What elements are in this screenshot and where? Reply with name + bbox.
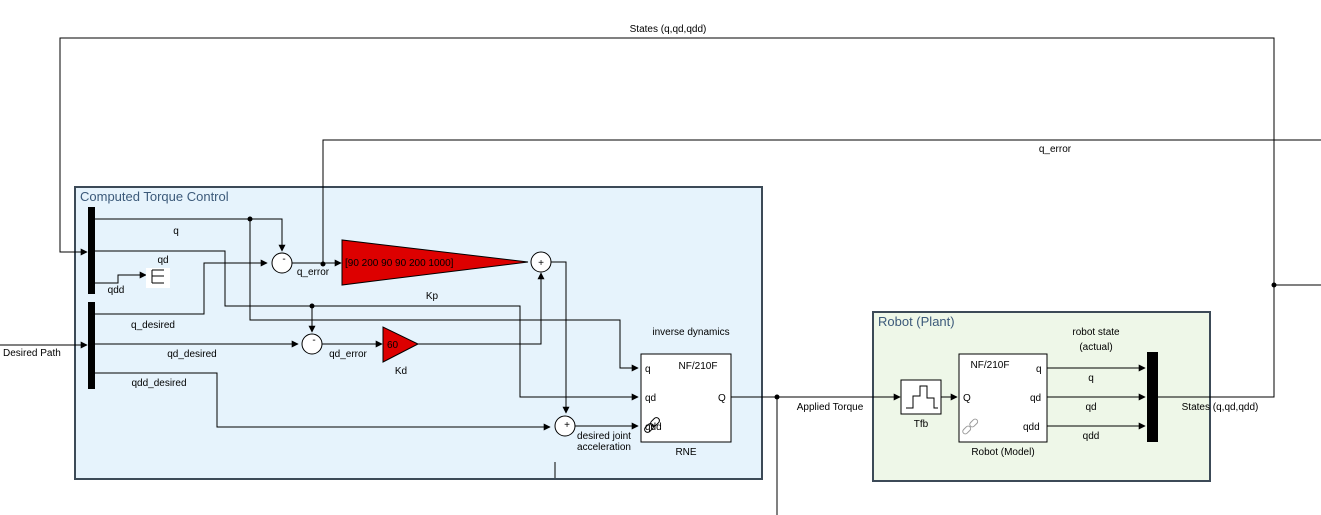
q-error-label: q_error	[297, 267, 330, 278]
q-error-output-label: q_error	[1039, 144, 1072, 155]
demux-q-label: q	[173, 226, 179, 237]
states-branch-point	[1271, 282, 1277, 288]
robot-state-label-1: robot state	[1072, 327, 1120, 338]
qd-error-label: qd_error	[329, 349, 367, 360]
gain-sum-output-line[interactable]	[551, 261, 570, 414]
rne-block[interactable]	[640, 353, 732, 443]
demux-qdd-label: qdd	[108, 285, 125, 296]
kd-output-line[interactable]	[418, 272, 545, 345]
robot-plant-title: Robot (Plant)	[878, 314, 955, 329]
q-line[interactable]	[95, 218, 286, 252]
applied-torque-label: Applied Torque	[797, 402, 864, 413]
qd-desired-label: qd_desired	[167, 349, 216, 360]
qd-line[interactable]	[95, 250, 316, 333]
q-desired-label: q_desired	[131, 320, 175, 331]
states-mux[interactable]	[1147, 352, 1158, 442]
qd-to-rne-line[interactable]	[312, 305, 639, 401]
rne-label: RNE	[675, 447, 696, 458]
desired-demux[interactable]	[88, 302, 95, 389]
desired-accel-label-2: acceleration	[577, 442, 631, 453]
inverse-dynamics-title: inverse dynamics	[652, 327, 729, 338]
accel-sum-sign: +	[564, 420, 570, 431]
q-error-output-line[interactable]	[322, 139, 1321, 264]
kd-gain-label: Kd	[395, 366, 407, 377]
q-error-sum-sign: -	[282, 254, 285, 265]
robot-header: NF/210F	[971, 360, 1010, 371]
rne-port-q: q	[645, 364, 651, 375]
robot-qdd-signal-label: qdd	[1083, 431, 1100, 442]
robot-qd-signal-label: qd	[1085, 402, 1096, 413]
rne-port-qd: qd	[645, 393, 656, 404]
rne-header: NF/210F	[679, 361, 718, 372]
robot-model-label: Robot (Model)	[971, 447, 1034, 458]
qdd-line[interactable]	[95, 271, 147, 284]
kp-gain-block[interactable]	[341, 239, 529, 286]
robot-state-label-2: (actual)	[1079, 342, 1112, 353]
desired-accel-label-1: desired joint	[577, 431, 631, 442]
computed-torque-control-title: Computed Torque Control	[80, 189, 229, 204]
qd-error-sum-sign: -	[312, 335, 315, 346]
top-states-label: States (q,qd,qdd)	[630, 24, 707, 35]
robot-port-qdd: qdd	[1023, 422, 1040, 433]
rne-port-Q: Q	[718, 393, 726, 404]
broken-link-icon	[962, 418, 979, 435]
demux-qd-label: qd	[157, 255, 168, 266]
qdd-desired-label: qdd_desired	[131, 378, 186, 389]
zero-order-hold-icon	[906, 385, 938, 409]
gain-sum-sign: +	[538, 258, 544, 269]
q-desired-line[interactable]	[95, 259, 268, 315]
robot-model-block[interactable]	[958, 353, 1048, 443]
desired-path-label: Desired Path	[3, 348, 61, 359]
link-icon	[644, 417, 660, 433]
q-error-branch-point	[320, 261, 326, 267]
tfb-block[interactable]	[900, 379, 942, 415]
kp-gain-value: [90 200 90 90 200 1000]	[345, 258, 454, 269]
tfb-label: Tfb	[914, 419, 929, 430]
states-feedback-line[interactable]	[59, 37, 1275, 285]
terminator-icon	[151, 269, 164, 284]
qdd-terminator[interactable]	[146, 268, 170, 288]
kd-gain-block[interactable]	[382, 326, 420, 363]
qdd-desired-line[interactable]	[95, 372, 551, 431]
states-output-label: States (q,qd,qdd)	[1182, 402, 1259, 413]
states-demux[interactable]	[88, 207, 95, 294]
kd-gain-value: 60	[387, 340, 399, 351]
kp-gain-label: Kp	[426, 291, 439, 302]
robot-port-q: q	[1036, 364, 1042, 375]
robot-q-signal-label: q	[1088, 373, 1094, 384]
robot-port-qd: qd	[1030, 393, 1041, 404]
states-output-line[interactable]	[1158, 285, 1275, 398]
q-to-rne-line[interactable]	[249, 219, 639, 372]
robot-port-Q: Q	[963, 393, 971, 404]
